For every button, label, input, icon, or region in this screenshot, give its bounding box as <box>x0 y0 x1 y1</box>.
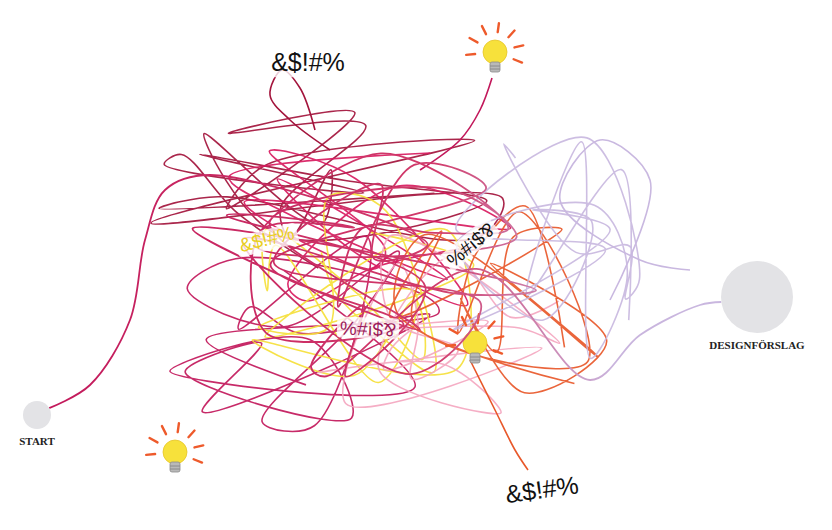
milestone-node: DESIGNFÖRSLAG <box>709 261 804 351</box>
scribble-tail <box>420 78 492 170</box>
lightbulb-icon <box>466 23 523 72</box>
frustration-symbols: &$!#% <box>501 471 584 509</box>
milestone-label: DESIGNFÖRSLAG <box>709 339 804 351</box>
milestone-circle-shape <box>23 401 51 429</box>
frustration-symbols: &$!#% <box>337 316 400 339</box>
scribble-tail <box>560 140 690 300</box>
milestone-circle-shape <box>721 261 793 333</box>
milestone-circle <box>23 401 51 429</box>
scribble-tail <box>270 70 330 150</box>
milestone-circle <box>721 261 793 333</box>
milestone-node: START <box>19 401 54 447</box>
tangled-process-line <box>49 153 721 408</box>
lightbulb-icon <box>446 314 503 363</box>
frustration-symbols: &$!#% <box>268 49 348 77</box>
scribble-tail <box>470 360 528 470</box>
scribble-line <box>318 235 560 414</box>
lightbulb-icon <box>146 423 203 472</box>
milestone-label: START <box>19 435 54 447</box>
scribble-line <box>390 206 607 393</box>
